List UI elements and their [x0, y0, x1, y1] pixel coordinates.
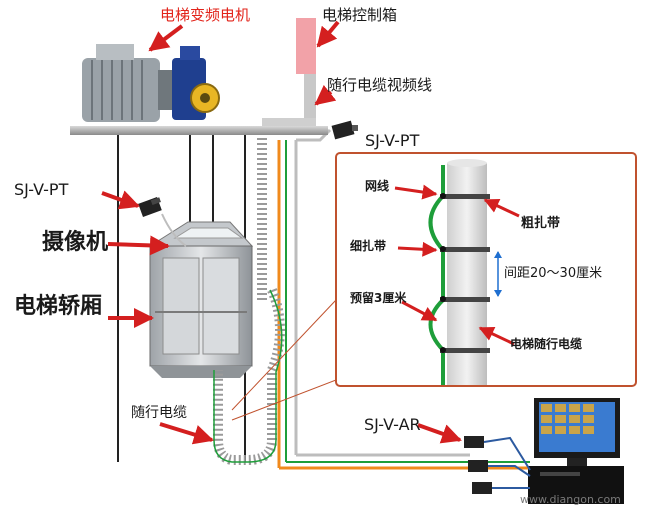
- label-camera: 摄像机: [42, 230, 109, 255]
- label-control-box: 电梯控制箱: [322, 6, 398, 24]
- label-trailing-cable: 随行电缆: [131, 405, 187, 421]
- label-video-cable: 随行电缆视频线: [327, 76, 433, 94]
- label-car: 电梯轿厢: [14, 294, 103, 319]
- traction-motor: [82, 44, 220, 122]
- detail-label-thin-tie: 细扎带: [350, 239, 387, 253]
- detail-label-elevator-cable: 电梯随行电缆: [510, 337, 583, 351]
- spacing-arrow: [494, 251, 502, 297]
- label-sjvpt-top: SJ-V-PT: [365, 131, 420, 150]
- detail-label-spacing: 间距20～30厘米: [504, 266, 603, 281]
- hoist-ropes: [117, 134, 246, 462]
- elevator-cabin: [148, 221, 254, 378]
- converter-device-top: [331, 120, 358, 140]
- detail-label-network-cable: 网线: [365, 179, 390, 193]
- detail-arrows: [394, 184, 520, 346]
- detail-label-reserve: 预留3厘米: [350, 291, 407, 305]
- watermark: www.diangon.com: [520, 493, 621, 506]
- receiver-devices: [464, 436, 531, 494]
- label-motor: 电梯变频电机: [160, 6, 251, 24]
- control-box: [262, 18, 316, 128]
- machine-beam: [70, 126, 328, 135]
- detail-cable-ties: [440, 193, 490, 353]
- trailing-cable-chain: [213, 288, 285, 465]
- camera-device-left: [138, 197, 162, 217]
- label-arrows: [101, 20, 462, 445]
- label-sjvpt-left: SJ-V-PT: [14, 180, 69, 199]
- monitoring-computer: [528, 398, 624, 504]
- label-sjvar: SJ-V-AR: [364, 415, 421, 434]
- detail-label-thick-tie: 粗扎带: [521, 216, 561, 231]
- cable-routing: [277, 128, 532, 488]
